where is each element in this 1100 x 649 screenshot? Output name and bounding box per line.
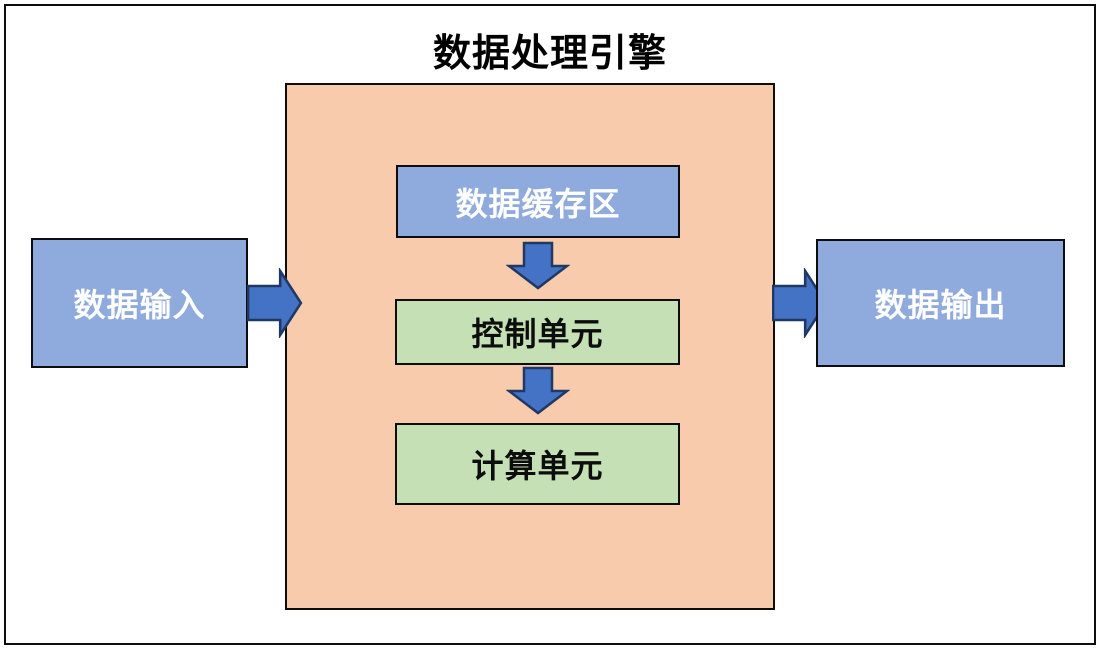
node-control-unit: 控制单元 bbox=[395, 299, 680, 365]
node-data-input: 数据输入 bbox=[31, 238, 248, 368]
arrow-down-buffer-to-control-icon bbox=[506, 241, 570, 291]
diagram-title: 数据处理引擎 bbox=[432, 33, 667, 75]
arrow-down-control-to-compute-icon bbox=[506, 366, 570, 416]
node-data-output-label: 数据输出 bbox=[874, 287, 1007, 323]
node-compute-unit-label: 计算单元 bbox=[471, 448, 604, 484]
node-data-buffer-label: 数据缓存区 bbox=[455, 185, 621, 222]
arrow-right-engine-to-output-icon bbox=[772, 268, 828, 338]
node-compute-unit: 计算单元 bbox=[395, 423, 680, 505]
node-data-buffer: 数据缓存区 bbox=[396, 165, 680, 238]
node-data-input-label: 数据输入 bbox=[73, 287, 206, 323]
arrow-right-input-to-engine-icon bbox=[247, 268, 303, 338]
node-control-unit-label: 控制单元 bbox=[471, 316, 604, 352]
node-data-output: 数据输出 bbox=[816, 239, 1065, 367]
